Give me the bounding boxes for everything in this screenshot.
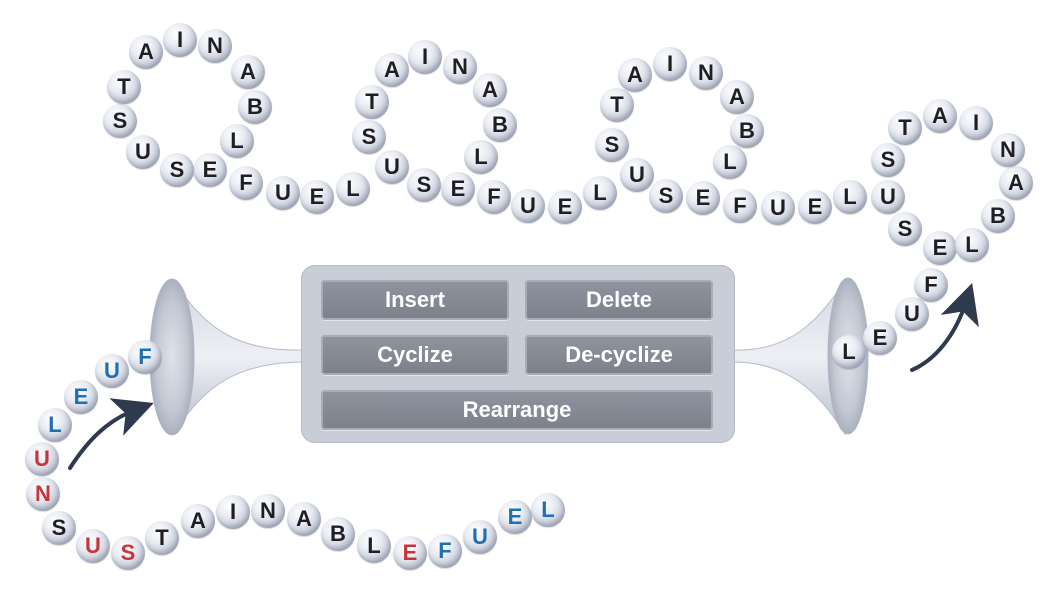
output-bead: E xyxy=(863,321,897,355)
output-bead: N xyxy=(443,50,477,84)
output-arrow xyxy=(910,282,979,372)
output-bead: T xyxy=(888,111,922,145)
input-bead: F xyxy=(428,534,462,568)
output-bead: B xyxy=(730,114,764,148)
output-bead: T xyxy=(355,85,389,119)
de-cyclize-button[interactable]: De-cyclize xyxy=(525,335,713,375)
output-bead: F xyxy=(477,180,511,214)
input-bead: L xyxy=(357,529,391,563)
output-funnel xyxy=(732,278,846,436)
output-bead: A xyxy=(720,80,754,114)
input-bead: A xyxy=(287,502,321,536)
output-bead: E xyxy=(441,172,475,206)
output-bead: U xyxy=(871,180,905,214)
input-bead: A xyxy=(181,504,215,538)
output-bead: E xyxy=(548,190,582,224)
input-bead: U xyxy=(95,354,129,388)
input-bead: E xyxy=(393,536,427,570)
output-bead: L xyxy=(832,335,866,369)
output-bead: S xyxy=(595,128,629,162)
input-bead: F xyxy=(128,340,162,374)
output-bead: A xyxy=(231,55,265,89)
editing-machine: Insert Delete Cyclize De-cyclize Rearran… xyxy=(301,265,735,443)
input-bead: L xyxy=(38,408,72,442)
input-bead: N xyxy=(26,477,60,511)
output-bead: I xyxy=(163,23,197,57)
output-bead: L xyxy=(955,228,989,262)
output-bead: N xyxy=(991,133,1025,167)
input-bead: E xyxy=(64,380,98,414)
output-bead: U xyxy=(511,189,545,223)
input-bead: B xyxy=(321,517,355,551)
output-bead: F xyxy=(229,166,263,200)
output-bead: S xyxy=(407,168,441,202)
insert-button[interactable]: Insert xyxy=(321,280,509,320)
output-bead: S xyxy=(871,143,905,177)
output-bead: N xyxy=(198,29,232,63)
output-bead: E xyxy=(193,153,227,187)
output-bead: U xyxy=(620,158,654,192)
rearrange-button[interactable]: Rearrange xyxy=(321,390,713,430)
output-bead: U xyxy=(895,297,929,331)
input-bead: U xyxy=(25,442,59,476)
output-bead: S xyxy=(103,104,137,138)
output-bead: L xyxy=(464,140,498,174)
input-bead: U xyxy=(463,520,497,554)
cyclize-button[interactable]: Cyclize xyxy=(321,335,509,375)
output-bead: S xyxy=(160,153,194,187)
output-bead: T xyxy=(107,70,141,104)
output-bead: L xyxy=(713,145,747,179)
output-bead: I xyxy=(653,47,687,81)
output-bead: U xyxy=(126,135,160,169)
input-bead: L xyxy=(531,493,565,527)
output-bead: A xyxy=(129,35,163,69)
output-bead: A xyxy=(999,166,1033,200)
output-bead: S xyxy=(649,179,683,213)
output-bead: U xyxy=(761,191,795,225)
output-bead: L xyxy=(220,124,254,158)
output-bead: U xyxy=(375,150,409,184)
output-bead: F xyxy=(914,268,948,302)
input-bead: S xyxy=(42,511,76,545)
input-bead: U xyxy=(76,529,110,563)
output-bead: B xyxy=(483,108,517,142)
input-arrow xyxy=(68,398,154,470)
input-bead: I xyxy=(216,495,250,529)
output-bead: A xyxy=(923,99,957,133)
output-bead: A xyxy=(473,73,507,107)
input-bead: E xyxy=(498,500,532,534)
output-bead: E xyxy=(686,181,720,215)
output-bead: S xyxy=(352,120,386,154)
output-bead: L xyxy=(833,180,867,214)
output-bead: U xyxy=(266,176,300,210)
output-bead: L xyxy=(583,176,617,210)
output-bead: I xyxy=(408,40,442,74)
output-bead: B xyxy=(981,199,1015,233)
input-bead: T xyxy=(145,521,179,555)
output-bead: E xyxy=(798,190,832,224)
output-bead: F xyxy=(723,189,757,223)
output-bead: I xyxy=(959,106,993,140)
output-bead: E xyxy=(923,231,957,265)
output-bead: T xyxy=(600,88,634,122)
output-bead: A xyxy=(375,53,409,87)
output-bead: E xyxy=(300,180,334,214)
output-bead: N xyxy=(689,56,723,90)
output-bead: L xyxy=(336,172,370,206)
output-bead: B xyxy=(238,90,272,124)
output-bead: S xyxy=(888,212,922,246)
output-bead: A xyxy=(618,58,652,92)
delete-button[interactable]: Delete xyxy=(525,280,713,320)
input-bead: N xyxy=(251,494,285,528)
input-bead: S xyxy=(111,536,145,570)
